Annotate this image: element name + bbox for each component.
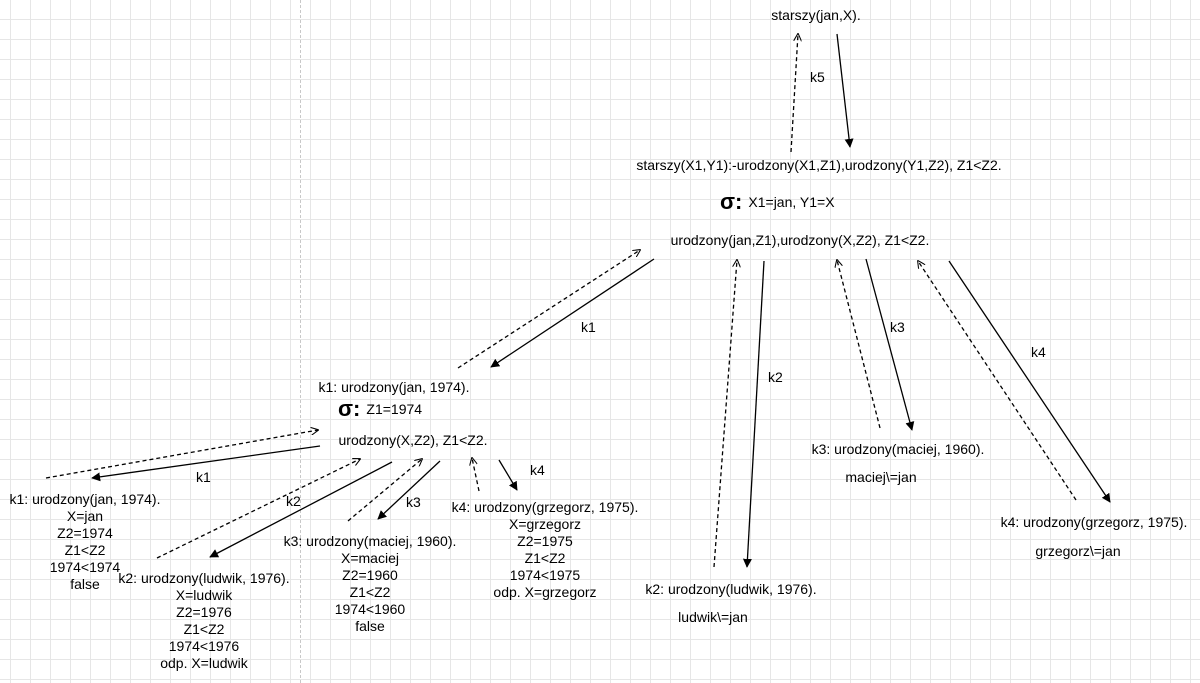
- leaf-k3-line: Z2=1960: [342, 567, 398, 583]
- sigma-k1: σ: Z1=1974: [338, 398, 423, 420]
- leaf-k4: k4: urodzony(grzegorz, 1975). X=grzegorz…: [452, 499, 639, 601]
- leaf-k1-line: X=jan: [66, 508, 104, 524]
- leaf-k1-line: k1: urodzony(jan, 1974).: [9, 491, 161, 507]
- leaf-k4-line: Z2=1975: [517, 533, 573, 549]
- branch-k3-check: maciej\=jan: [845, 469, 917, 485]
- leaf-k2-line: 1974<1976: [168, 638, 240, 654]
- leaf-k2-line: odp. X=ludwik: [160, 655, 248, 671]
- sigma-symbol: σ:: [720, 189, 743, 214]
- sigma-k1-bindings: Z1=1974: [366, 401, 423, 417]
- query-node: starszy(jan,X).: [771, 7, 861, 23]
- leaf-k3-line: k3: urodzony(maciej, 1960).: [283, 533, 457, 549]
- leaf-k2-line: X=ludwik: [175, 587, 233, 603]
- leaf-k1-line: 1974<1974: [49, 559, 121, 575]
- leaf-k4-line: 1974<1975: [509, 567, 581, 583]
- sigma-symbol-k1: σ:: [338, 396, 361, 421]
- leaf-k3-line: 1974<1960: [334, 601, 406, 617]
- edge-label-k5: k5: [810, 69, 825, 85]
- sigma-top: σ: X1=jan, Y1=X: [720, 191, 835, 213]
- arrow-k3-upper: [865, 258, 915, 431]
- branch-k4-check: grzegorz\=jan: [1035, 543, 1121, 559]
- arrow-k4-upper-back: [918, 261, 1077, 501]
- branch-k2-fact: k2: urodzony(ludwik, 1976).: [645, 581, 817, 597]
- leaf-k3-line: false: [355, 618, 385, 634]
- leaf-k3: k3: urodzony(maciej, 1960). X=maciej Z2=…: [284, 533, 457, 635]
- branch-k2-check: ludwik\=jan: [678, 609, 748, 625]
- leaf-k2-line: Z2=1976: [176, 604, 232, 620]
- edge-label-k4-upper: k4: [1031, 344, 1046, 360]
- arrow-k4-lower-back: [472, 458, 480, 492]
- arrow-k1-lower: [91, 445, 321, 482]
- leaf-k4-line: X=grzegorz: [509, 516, 581, 532]
- arrow-k3-upper-back: [837, 260, 881, 429]
- leaf-k1-line: Z2=1974: [57, 525, 113, 541]
- edge-label-k3-lower: k3: [406, 494, 421, 510]
- arrow-k2-upper: [742, 260, 765, 568]
- arrow-k4-upper: [948, 260, 1111, 503]
- branch-k4-fact: k4: urodzony(grzegorz, 1975).: [1000, 514, 1188, 530]
- rule-node: starszy(X1,Y1):-urodzony(X1,Z1),urodzony…: [636, 157, 1002, 173]
- arrow-k5-back: [790, 34, 798, 153]
- leaf-k3-line: Z1<Z2: [349, 584, 391, 600]
- sigma-top-bindings: X1=jan, Y1=X: [748, 194, 835, 210]
- leaf-k1-line: false: [70, 576, 100, 592]
- k1-branch-fact: k1: urodzony(jan, 1974).: [318, 379, 470, 395]
- edge-label-k1-upper: k1: [581, 319, 596, 335]
- edge-label-k2-upper: k2: [768, 369, 783, 385]
- arrow-k2-upper-back: [713, 260, 737, 568]
- k1-branch-goal: urodzony(X,Z2), Z1<Z2.: [338, 432, 488, 448]
- leaf-k1-line: Z1<Z2: [64, 542, 106, 558]
- leaf-k4-line: k4: urodzony(grzegorz, 1975).: [451, 499, 639, 515]
- leaf-k3-line: X=maciej: [341, 550, 399, 566]
- arrow-k3-lower: [377, 460, 441, 520]
- leaf-k1: k1: urodzony(jan, 1974). X=jan Z2=1974 Z…: [10, 491, 161, 593]
- arrow-k1-lower-back: [45, 430, 318, 479]
- leaf-k2-line: Z1<Z2: [183, 621, 225, 637]
- vertical-guide-line: [300, 0, 301, 683]
- goal-top-node: urodzony(jan,Z1),urodzony(X,Z2), Z1<Z2.: [670, 232, 930, 248]
- arrow-k1-upper-back: [457, 250, 640, 369]
- arrow-k5-down: [836, 33, 854, 148]
- arrow-k2-lower: [209, 461, 393, 558]
- edge-label-k1-lower: k1: [196, 469, 211, 485]
- arrow-k4-lower: [498, 459, 518, 491]
- edge-label-k4-lower: k4: [530, 462, 545, 478]
- branch-k3-fact: k3: urodzony(maciej, 1960).: [811, 441, 985, 457]
- arrow-k2-lower-back: [156, 459, 360, 559]
- leaf-k2-line: k2: urodzony(ludwik, 1976).: [118, 570, 290, 586]
- leaf-k2: k2: urodzony(ludwik, 1976). X=ludwik Z2=…: [118, 570, 289, 672]
- edge-label-k2-lower: k2: [286, 493, 301, 509]
- arrow-k3-lower-back: [347, 459, 422, 522]
- leaf-k4-line: odp. X=grzegorz: [493, 584, 597, 600]
- edge-label-k3-upper: k3: [890, 319, 905, 335]
- arrow-k1-upper: [490, 258, 655, 368]
- leaf-k4-line: Z1<Z2: [524, 550, 566, 566]
